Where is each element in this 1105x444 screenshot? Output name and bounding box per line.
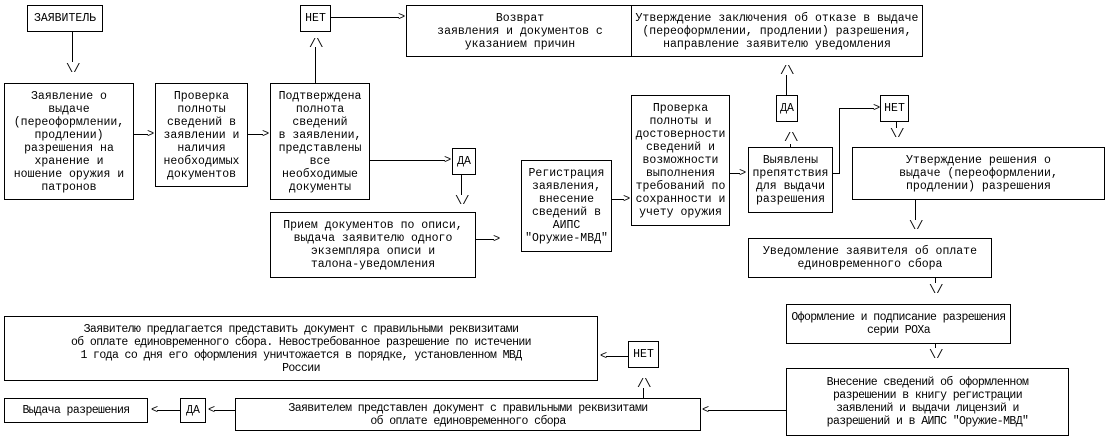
arrow-up-icon: /\	[784, 131, 799, 145]
arrow-down-icon: \/	[929, 283, 944, 297]
connector	[370, 160, 445, 161]
arrow-left-icon: <	[702, 403, 710, 417]
node-issue: Выдача разрешения	[4, 398, 148, 423]
node-fee-notice: Уведомление заявителя об оплате единовре…	[748, 238, 992, 278]
node-yes-2: ДА	[776, 95, 798, 122]
arrow-right-icon: >	[262, 127, 270, 141]
node-check-completeness: Проверка полноты сведений в заявлении и …	[155, 83, 248, 187]
node-no-3: НЕТ	[628, 341, 659, 368]
connector	[833, 173, 839, 174]
connector	[935, 344, 936, 348]
arrow-down-icon: \/	[455, 194, 470, 208]
connector	[606, 356, 628, 357]
arrow-right-icon: >	[623, 192, 631, 206]
arrow-up-icon: /\	[637, 377, 652, 391]
arrow-right-icon: >	[398, 10, 406, 24]
connector	[896, 122, 897, 128]
node-applicant: ЗАЯВИТЕЛЬ	[27, 5, 103, 32]
connector	[461, 175, 462, 195]
arrow-down-icon: \/	[890, 127, 905, 141]
node-refusal: Утверждение заключения об отказе в выдач…	[631, 5, 923, 57]
arrow-right-icon: >	[493, 232, 501, 246]
node-yes-3: ДА	[180, 398, 206, 423]
connector	[915, 200, 916, 220]
node-no-1: НЕТ	[300, 5, 331, 32]
connector	[839, 108, 840, 174]
arrow-down-icon: \/	[909, 219, 924, 233]
connector	[730, 173, 740, 174]
connector	[72, 32, 73, 62]
connector	[612, 199, 624, 200]
connector	[790, 144, 791, 147]
arrow-up-icon: /\	[780, 64, 795, 78]
node-no-2: НЕТ	[880, 95, 909, 122]
arrow-right-icon: >	[147, 127, 155, 141]
node-check-reliability: Проверка полноты и достоверности сведени…	[631, 95, 730, 226]
arrow-up-icon: /\	[309, 37, 324, 51]
connector	[315, 47, 316, 83]
arrow-right-icon: >	[444, 153, 452, 167]
connector	[935, 278, 936, 283]
connector	[643, 388, 644, 398]
node-record: Внесение сведений об оформленном разреше…	[786, 368, 1069, 436]
connector	[708, 410, 786, 411]
node-resubmit: Заявителю предлагается представить докум…	[4, 316, 598, 381]
node-return-docs: Возврат заявления и документов с указани…	[406, 5, 634, 57]
node-application: Заявление о выдаче (переоформлении, прод…	[4, 83, 134, 200]
arrow-left-icon: <	[600, 349, 608, 363]
node-accept-docs: Прием документов по описи, выдача заявит…	[270, 212, 476, 278]
connector	[331, 17, 399, 18]
arrow-down-icon: \/	[929, 348, 944, 362]
node-obstacles: Выявлены препятствия для выдачи разрешен…	[748, 147, 833, 213]
node-issue-sign: Оформление и подписание разрешения серии…	[786, 304, 1011, 344]
connector	[157, 410, 180, 411]
node-confirmed: Подтверждена полнота сведений в заявлени…	[270, 83, 370, 200]
connector	[214, 410, 235, 411]
node-payment-doc: Заявителем представлен документ с правил…	[235, 398, 701, 431]
arrow-right-icon: >	[739, 166, 747, 180]
connector	[248, 134, 263, 135]
connector	[134, 134, 148, 135]
node-approval: Утверждение решения о выдаче (переоформл…	[852, 147, 1105, 200]
connector	[786, 75, 787, 95]
connector	[839, 108, 874, 109]
node-registration: Регистрация заявления, внесение сведений…	[521, 160, 612, 252]
arrow-right-icon: >	[873, 101, 881, 115]
connector	[476, 239, 494, 240]
arrow-down-icon: \/	[66, 62, 81, 76]
arrow-left-icon: <	[208, 403, 216, 417]
arrow-left-icon: <	[151, 403, 159, 417]
node-yes-1: ДА	[452, 148, 476, 175]
